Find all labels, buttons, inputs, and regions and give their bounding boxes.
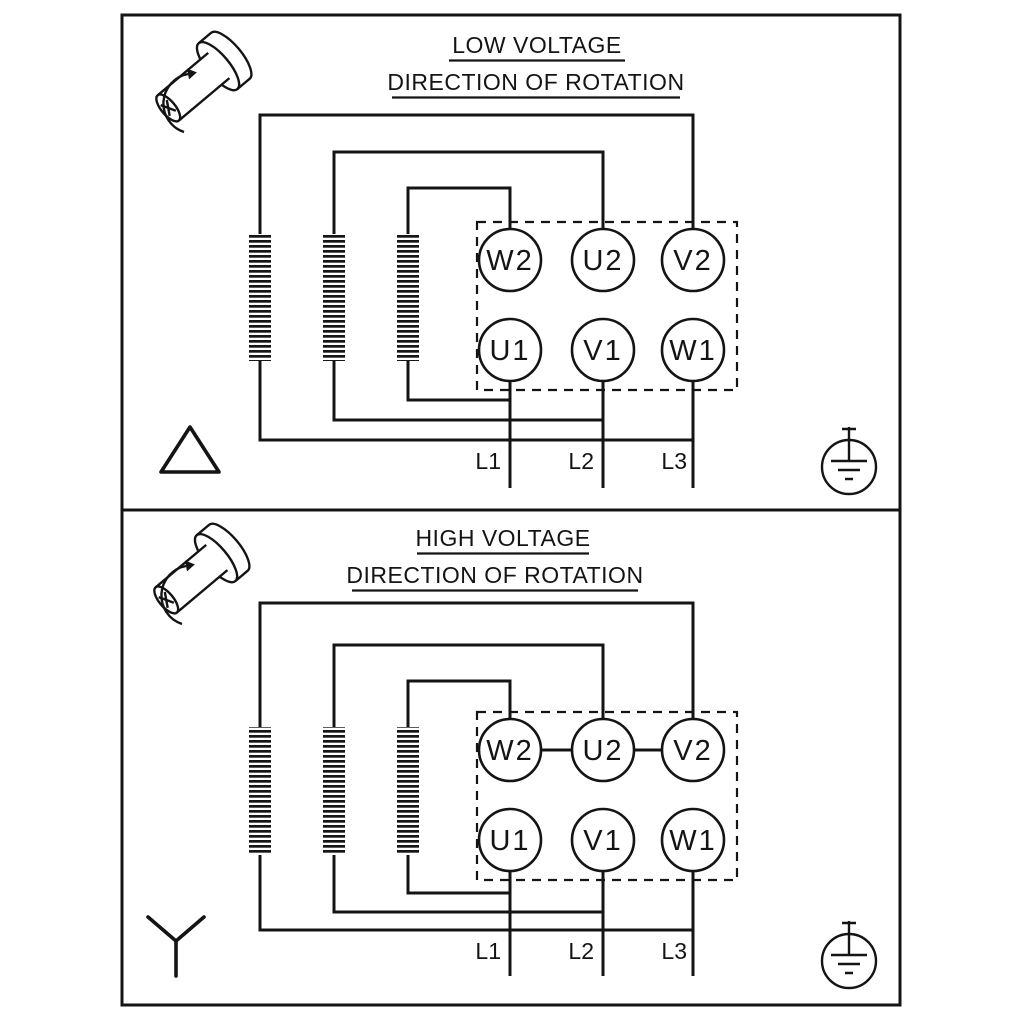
terminal-box — [475, 710, 739, 882]
terminal-u1 — [477, 807, 543, 873]
terminal-w1 — [660, 317, 726, 383]
panel-subtitle: DIRECTION OF ROTATION — [387, 69, 684, 95]
panel-subtitle: DIRECTION OF ROTATION — [346, 562, 643, 588]
shaft-rotation-icon — [140, 516, 258, 629]
terminal-w1 — [660, 807, 726, 873]
terminal-label-v1: V1 — [583, 825, 622, 857]
terminal-u1 — [477, 317, 543, 383]
wire-w2 — [406, 186, 512, 260]
panel-title: LOW VOLTAGE — [452, 32, 622, 58]
wire-coil2-bottom — [332, 855, 603, 914]
winding-coil-1 — [249, 234, 271, 361]
low-voltage-panel: LOW VOLTAGE DIRECTION OF ROTATION W2 U2 … — [120, 13, 902, 512]
winding-coil-1 — [249, 727, 271, 855]
terminal-label-v1: V1 — [583, 335, 622, 367]
terminal-v1 — [570, 807, 636, 873]
terminal-label-w1: W1 — [669, 825, 717, 857]
panel-title: HIGH VOLTAGE — [415, 525, 590, 551]
wire-coil1-bottom — [258, 855, 693, 932]
terminal-u2 — [570, 227, 636, 293]
wire-v2 — [258, 601, 695, 750]
winding-coil-2 — [323, 234, 345, 361]
terminal-w2 — [477, 227, 543, 293]
delta-symbol — [159, 425, 221, 474]
lead-label-l3: L3 — [661, 938, 687, 964]
winding-coil-3 — [397, 234, 419, 361]
terminal-label-w1: W1 — [669, 335, 717, 367]
wire-u2 — [332, 643, 605, 750]
wire-coil2-bottom — [332, 361, 603, 422]
winding-coil-3 — [397, 727, 419, 855]
terminal-label-u1: U1 — [489, 335, 530, 367]
wire-u2 — [332, 150, 605, 260]
lead-label-l3: L3 — [661, 448, 687, 474]
terminal-label-w2: W2 — [486, 245, 534, 277]
terminal-label-v2: V2 — [673, 245, 712, 277]
star-symbol — [146, 915, 206, 978]
wire-coil3-bottom — [406, 855, 510, 895]
terminal-label-v2: V2 — [673, 735, 712, 767]
terminal-label-u2: U2 — [582, 245, 623, 277]
wire-v2 — [258, 113, 695, 260]
winding-coil-2 — [323, 727, 345, 855]
wire-coil3-bottom — [406, 361, 510, 402]
panel-border — [120, 508, 902, 1007]
shaft-rotation-icon — [142, 24, 260, 137]
terminal-label-w2: W2 — [486, 735, 534, 767]
terminal-box — [475, 220, 739, 392]
lead-label-l1: L1 — [475, 938, 501, 964]
lead-label-l2: L2 — [568, 938, 594, 964]
lead-label-l1: L1 — [475, 448, 501, 474]
terminal-v1 — [570, 317, 636, 383]
terminal-label-u2: U2 — [582, 735, 623, 767]
earth-ground-icon — [820, 921, 878, 990]
wire-w2 — [406, 679, 512, 750]
wire-coil1-bottom — [258, 361, 693, 442]
terminal-v2 — [660, 227, 726, 293]
terminal-label-u1: U1 — [489, 825, 530, 857]
high-voltage-panel: HIGH VOLTAGE DIRECTION OF ROTATION — [120, 508, 902, 1007]
earth-ground-icon — [820, 427, 878, 496]
lead-label-l2: L2 — [568, 448, 594, 474]
